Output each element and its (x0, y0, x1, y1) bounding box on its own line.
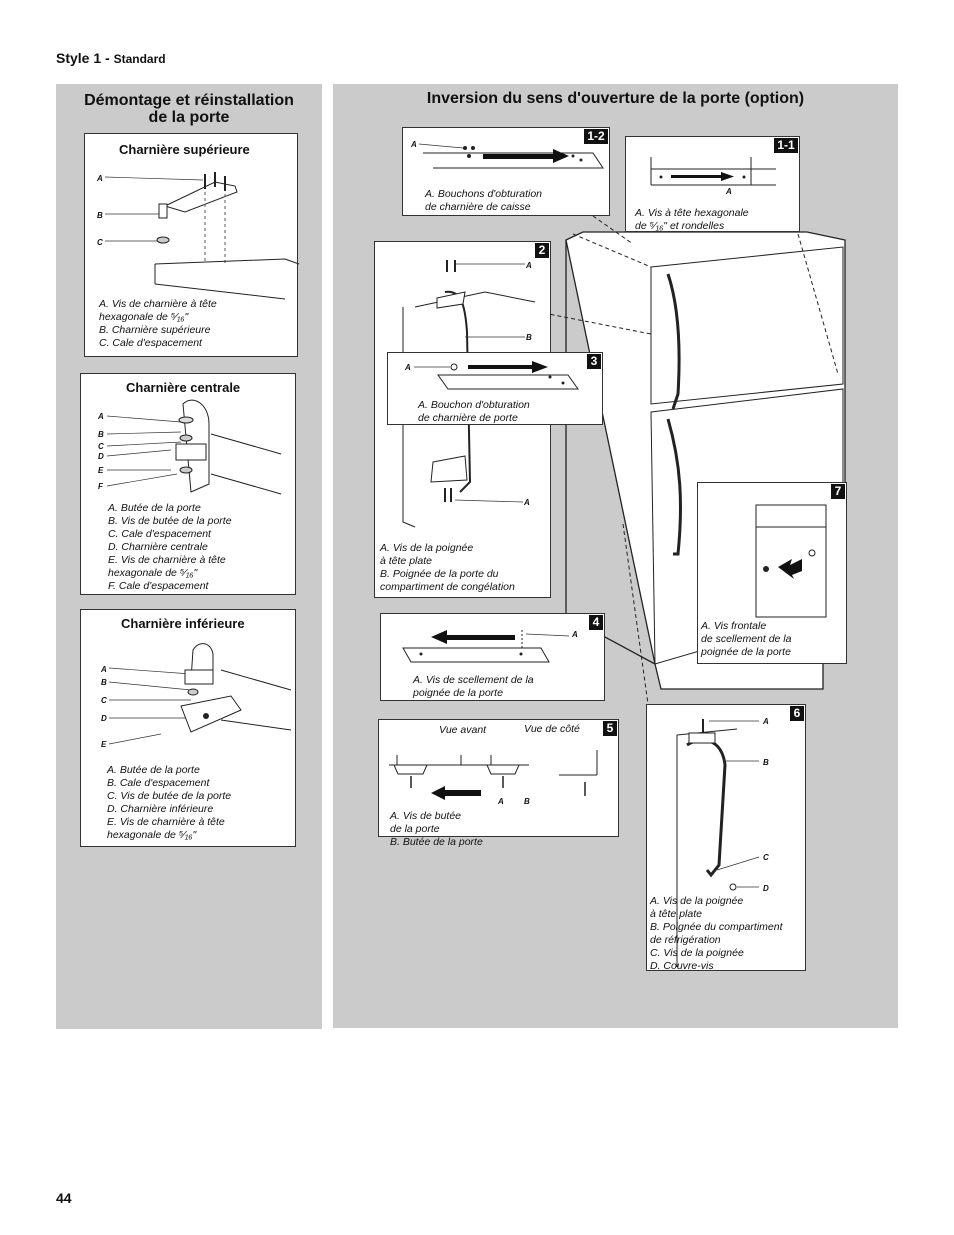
step-6-box: 6 A B C D A. Vis de la poignée à tête pl… (646, 704, 806, 972)
step-1-1-badge: 1-1 (774, 138, 798, 153)
label-b: B (98, 430, 104, 439)
step-1-1-legend: A. Vis à tête hexagonale de ⁵⁄₁₆" et ron… (635, 207, 749, 232)
step-7-badge: 7 (831, 484, 845, 499)
step-3-badge: 3 (587, 354, 601, 369)
step-7-illustration (755, 504, 827, 618)
step-3-illustration (414, 361, 579, 390)
step-6-legend: A. Vis de la poignée à tête plate B. Poi… (650, 895, 783, 972)
bottom-hinge-title: Charnière inférieure (121, 616, 245, 631)
label-b: B (101, 678, 107, 687)
step-3-box: 3 A A. Bouchon d'obturation de charnière… (387, 352, 603, 425)
step-3-legend: A. Bouchon d'obturation de charnière de … (418, 399, 530, 424)
label-c: C (101, 696, 107, 705)
label-a: A (411, 140, 417, 149)
step-4-legend: A. Vis de scellement de la poignée de la… (413, 674, 534, 699)
step-5-box: 5 Vue avant Vue de côté A B A. Vis de bu… (378, 719, 619, 848)
label-a: A (101, 665, 107, 674)
step-6-illustration (676, 719, 760, 967)
step-6-badge: 6 (790, 706, 804, 721)
style-heading: Style 1 - Standard (56, 50, 166, 66)
label-c: C (763, 853, 769, 862)
style-label: Style 1 - (56, 50, 110, 66)
bottom-hinge-legend: A. Butée de la porte B. Cale d'espacemen… (107, 764, 232, 841)
label-f: F (98, 482, 103, 491)
step-5-illustration (389, 750, 598, 800)
top-hinge-legend: A. Vis de charnière à tête hexagonale de… (99, 298, 217, 349)
center-hinge-box: Charnière centrale A B C D E F A. Butée … (80, 373, 296, 595)
step-1-2-illustration (418, 143, 604, 169)
step-5-badge: 5 (603, 721, 617, 736)
label-a: A (98, 412, 104, 421)
top-hinge-box: Charnière supérieure A B C A. Vis de cha… (84, 133, 300, 357)
label-e: E (98, 466, 104, 475)
step-4-box: 4 A A. Vis de scellement de la poignée d… (380, 613, 605, 701)
label-d: D (101, 714, 107, 723)
label-a: A (405, 363, 411, 372)
step-1-2-badge: 1-2 (584, 129, 608, 144)
right-panel-title: Inversion du sens d'ouverture de la port… (426, 90, 805, 107)
step-1-1-box: 1-1 A A. Vis à tête hexagonale de ⁵⁄₁₆" … (625, 136, 800, 232)
step-7-legend: A. Vis frontale de scellement de la poig… (701, 620, 792, 658)
left-panel: Démontage et réinstallation de la porte … (56, 84, 322, 1029)
label-b: B (524, 797, 530, 806)
step-1-2-box: 1-2 A A. Bouchons d'obturation de charni… (402, 127, 610, 216)
front-view-label: Vue avant (439, 724, 487, 736)
label-a-bottom: A (524, 498, 530, 507)
label-e: E (101, 740, 107, 749)
side-view-label: Vue de côté (524, 723, 580, 735)
label-a: A (726, 187, 732, 196)
step-2-legend: A. Vis de la poignée à tête plate B. Poi… (380, 542, 515, 593)
right-panel: Inversion du sens d'ouverture de la port… (333, 84, 898, 1028)
label-a: A (526, 261, 532, 270)
left-panel-title: Démontage et réinstallation de la porte (84, 92, 294, 126)
label-c: C (98, 442, 104, 451)
step-7-box: 7 A. Vis frontale de scellement de la po… (697, 482, 847, 664)
center-hinge-legend: A. Butée de la porte B. Vis de butée de … (108, 502, 232, 592)
step-1-1-illustration (650, 157, 776, 186)
bottom-hinge-box: Charnière inférieure A B C D E A. Butée … (80, 609, 296, 847)
label-a: A (763, 717, 769, 726)
style-variant: Standard (113, 52, 166, 66)
step-1-2-legend: A. Bouchons d'obturation de charnière de… (425, 188, 543, 213)
label-b: B (97, 211, 103, 220)
label-b: B (763, 758, 769, 767)
label-a: A (97, 174, 103, 183)
label-b: B (526, 333, 532, 342)
step-5-legend: A. Vis de butée de la porte B. Butée de … (390, 810, 483, 848)
label-a: A (498, 797, 504, 806)
step-2-badge: 2 (535, 243, 549, 258)
page-number: 44 (56, 1190, 72, 1206)
top-hinge-illustration (104, 172, 300, 300)
label-c: C (97, 238, 103, 247)
center-hinge-title: Charnière centrale (126, 380, 241, 395)
center-hinge-illustration (106, 399, 282, 495)
label-a: A (572, 630, 578, 639)
bottom-hinge-illustration (108, 643, 292, 745)
label-d: D (98, 452, 104, 461)
step-4-badge: 4 (589, 615, 603, 630)
step-4-illustration (402, 630, 570, 663)
label-d: D (763, 884, 769, 893)
top-hinge-title: Charnière supérieure (119, 142, 250, 157)
